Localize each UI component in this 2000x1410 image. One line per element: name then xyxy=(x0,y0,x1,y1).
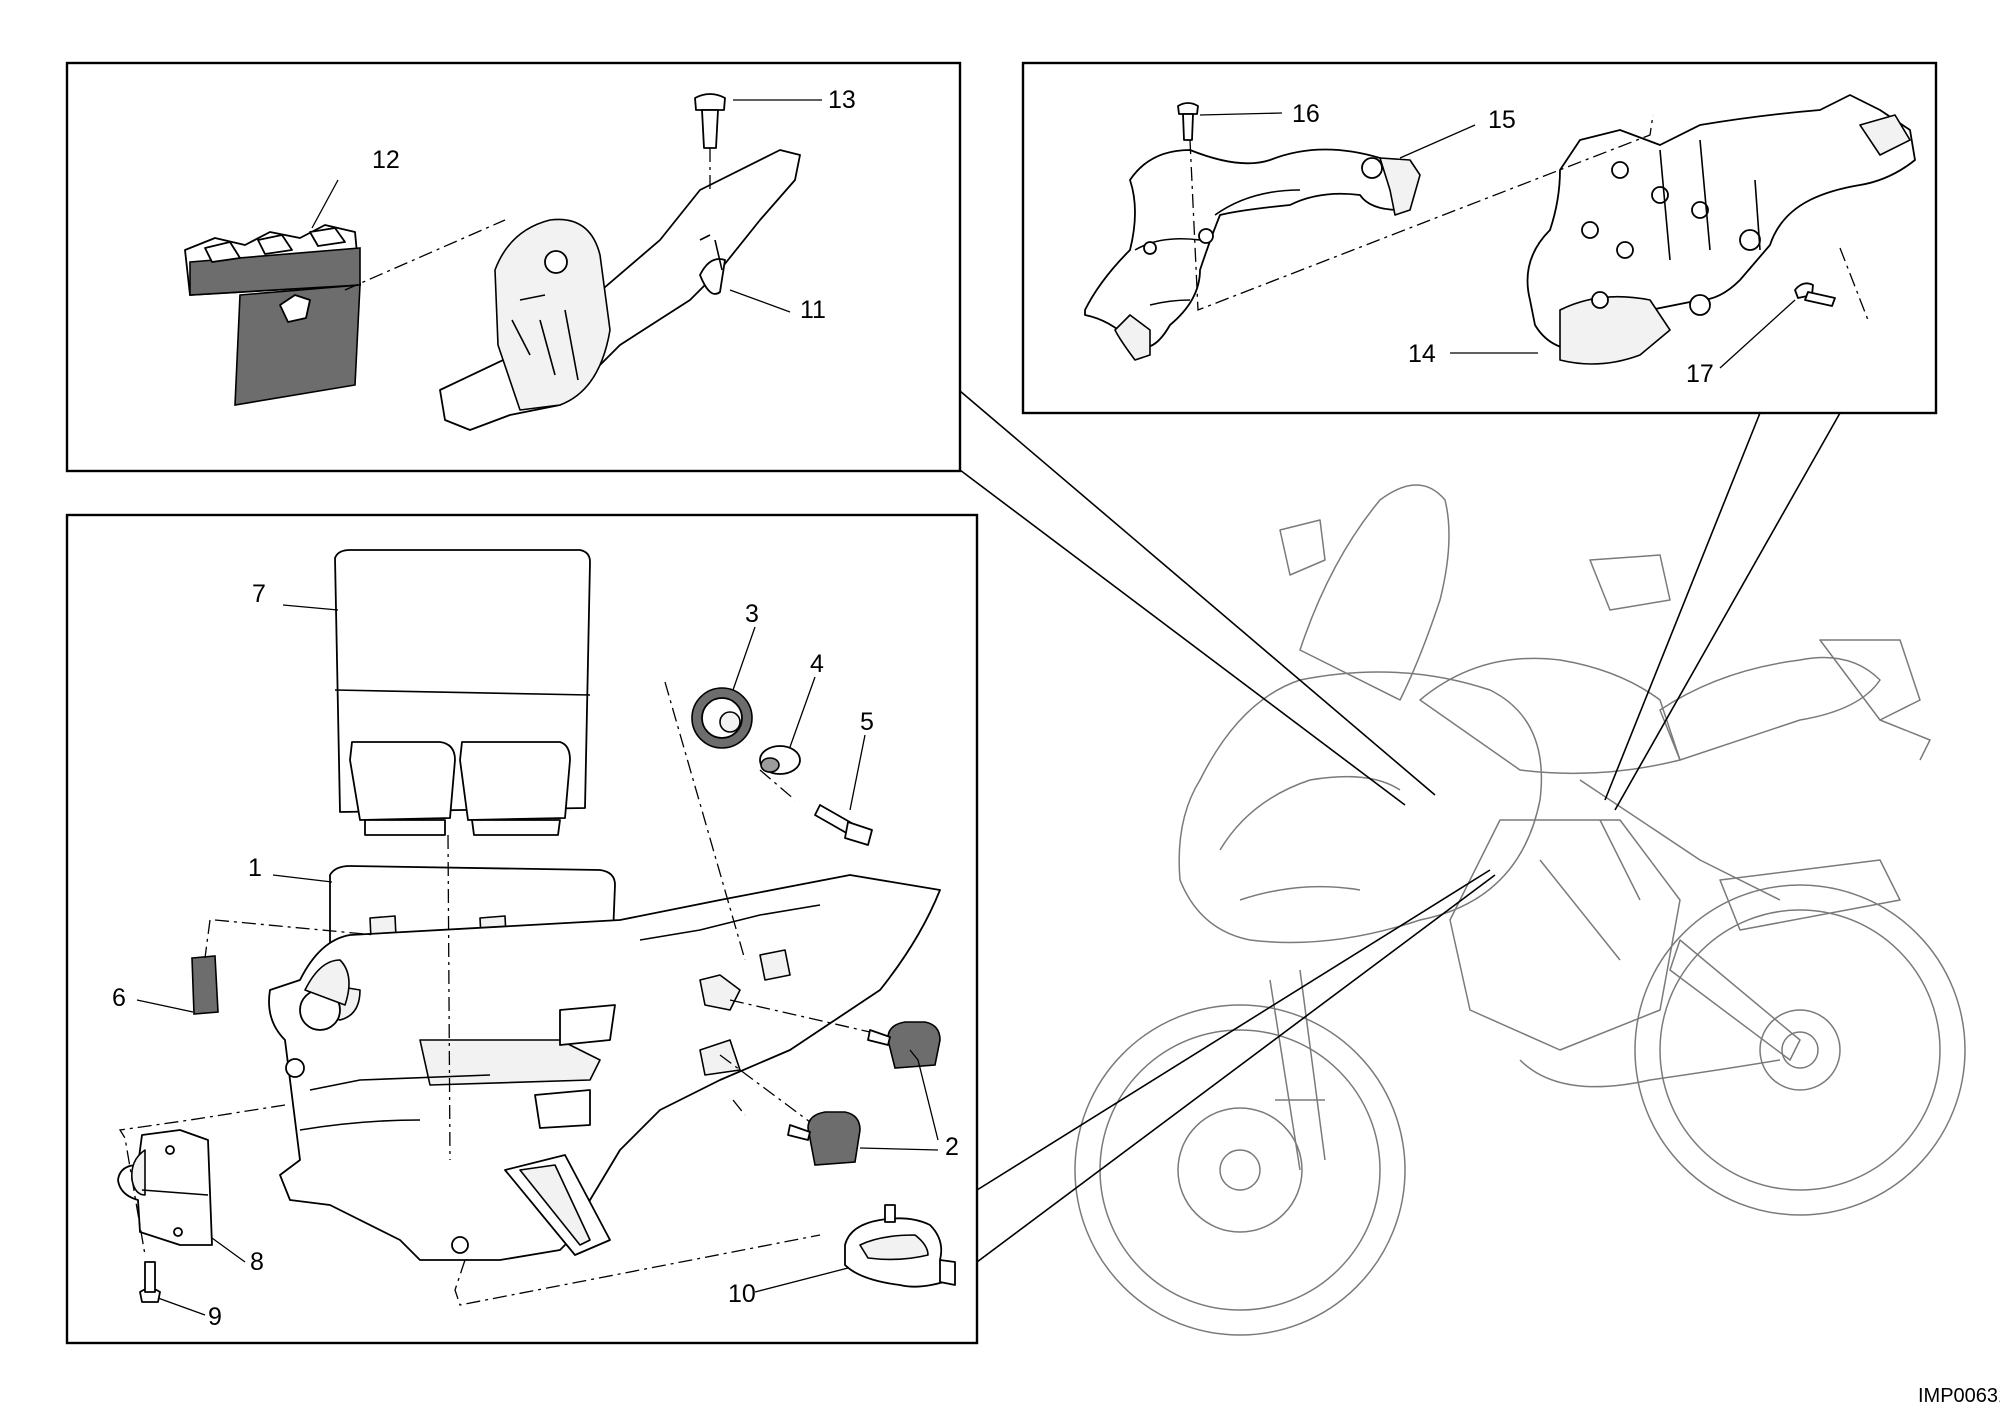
part-11-shield-bracket xyxy=(439,149,801,431)
callout-10: 10 xyxy=(728,1280,756,1308)
part-14-bracket xyxy=(1526,94,1916,365)
callout-8: 8 xyxy=(250,1248,264,1276)
part-17-screw xyxy=(1794,282,1836,307)
callout-9: 9 xyxy=(208,1303,222,1331)
part-13-screw xyxy=(694,93,726,149)
part-9-screw xyxy=(139,1261,161,1303)
part-2-rubber-bushing-upper xyxy=(867,1021,941,1069)
callout-3: 3 xyxy=(745,600,759,628)
part-6-rubber-pad xyxy=(191,955,219,1015)
callout-2: 2 xyxy=(945,1133,959,1161)
callout-17: 17 xyxy=(1686,360,1714,388)
part-5-bolt xyxy=(814,804,873,846)
callout-15: 15 xyxy=(1488,106,1516,134)
callout-16: 16 xyxy=(1292,100,1320,128)
motorcycle-illustration xyxy=(1074,484,1966,1336)
callout-7: 7 xyxy=(252,580,266,608)
callout-12: 12 xyxy=(372,146,400,174)
part-2-rubber-bushing-lower xyxy=(787,1111,861,1166)
part-12-connector-holder xyxy=(184,224,361,406)
callout-4: 4 xyxy=(810,650,824,678)
part-1-mounting-bracket xyxy=(268,865,941,1261)
part-3-toothed-grommet xyxy=(691,687,753,749)
part-16-screw xyxy=(1177,102,1199,141)
callout-1: 1 xyxy=(248,854,262,882)
part-4-spacer xyxy=(759,745,801,775)
callout-5: 5 xyxy=(860,708,874,736)
callout-6: 6 xyxy=(112,984,126,1012)
part-8-clip-bracket xyxy=(117,1129,213,1246)
callout-14: 14 xyxy=(1408,340,1436,368)
part-10-cable-clamp xyxy=(844,1204,956,1288)
callout-11: 11 xyxy=(800,296,826,324)
callout-13: 13 xyxy=(828,86,856,114)
part-7-ecu xyxy=(334,549,591,836)
part-15-wiring-loom-guide xyxy=(1084,148,1421,361)
diagram-code: IMP00631 xyxy=(1918,1385,2000,1407)
